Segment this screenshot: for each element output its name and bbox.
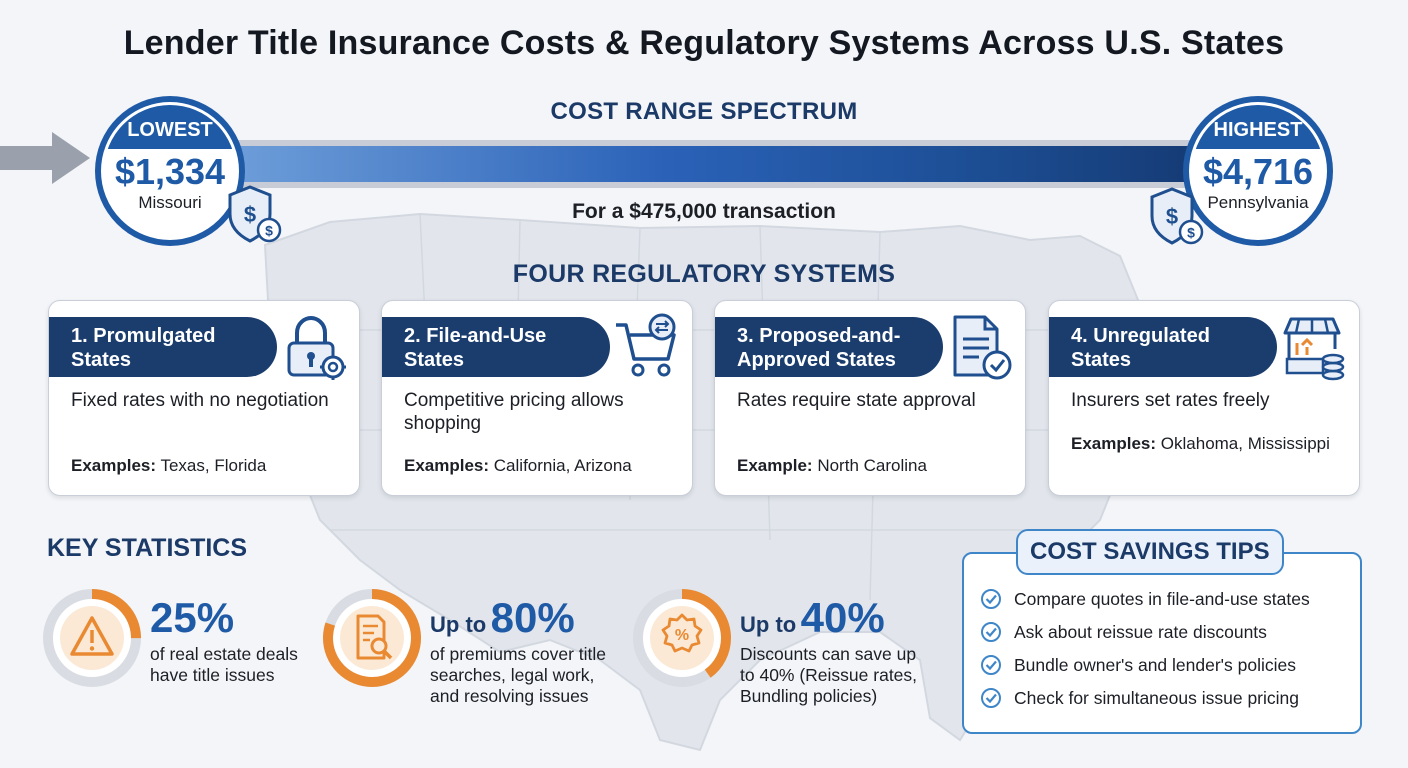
regulatory-card-promulgated: 1. Promulgated States Fixed rates with n…	[48, 300, 360, 496]
tip-text: Ask about reissue rate discounts	[1014, 621, 1267, 642]
stat-value: 40%	[800, 594, 885, 641]
stat-line: to 40% (Reissue rates,	[740, 665, 918, 685]
system-examples: Example: North Carolina	[737, 455, 1013, 477]
tips-title-badge: COST SAVINGS TIPS	[1016, 529, 1284, 575]
system-examples: Examples: California, Arizona	[404, 455, 680, 477]
arrow-right-icon	[0, 132, 90, 184]
document-search-icon	[356, 614, 393, 660]
regulatory-card-header: 3. Proposed-and- Approved States	[715, 317, 943, 377]
stat-donut-2	[323, 589, 421, 687]
stat-line: have title issues	[150, 665, 275, 685]
system-examples: Examples: Texas, Florida	[71, 455, 347, 477]
system-name-line1: 2. File-and-Use	[404, 325, 547, 347]
highest-label: HIGHEST	[1192, 105, 1324, 149]
stat-line: Bundling policies)	[740, 686, 878, 706]
system-description: Rates require state approval	[737, 390, 976, 411]
spectrum-subtitle: For a $475,000 transaction	[572, 200, 836, 223]
regulatory-card-header: 1. Promulgated States	[49, 317, 277, 377]
regulatory-card-proposed-and-approved: 3. Proposed-and- Approved States Rates r…	[714, 300, 1026, 496]
cost-savings-tips-box	[962, 552, 1362, 734]
cost-spectrum-bar	[220, 140, 1208, 188]
svg-text:$: $	[1166, 204, 1178, 229]
tip-text: Bundle owner's and lender's policies	[1014, 654, 1296, 675]
stat-value: 25%	[150, 594, 235, 641]
tips-title: COST SAVINGS TIPS	[1030, 538, 1270, 565]
tip-text: Compare quotes in file-and-use states	[1014, 588, 1310, 609]
system-name-line2: States	[404, 349, 465, 371]
stat-prefix: Up to	[740, 612, 797, 637]
regulatory-card-header: 4. Unregulated States	[1049, 317, 1277, 377]
highest-cost-badge: HIGHEST $4,716 Pennsylvania	[1183, 96, 1333, 246]
system-examples: Examples: Oklahoma, Mississippi	[1071, 433, 1347, 455]
warning-icon	[70, 616, 114, 656]
stat-donut-1	[43, 589, 141, 687]
stat-line: searches, legal work,	[430, 665, 595, 685]
approved-document-icon	[953, 315, 1012, 380]
tip-item: Check for simultaneous issue pricing	[980, 685, 1299, 711]
stat-description: Discounts can save up to 40% (Reissue ra…	[740, 644, 917, 707]
lowest-label: LOWEST	[104, 105, 236, 149]
examples-label: Example:	[737, 456, 813, 475]
system-name-line2: States	[71, 349, 132, 371]
lowest-state: Missouri	[138, 193, 202, 212]
examples-value: Oklahoma, Mississippi	[1160, 434, 1330, 453]
stat-line: of real estate deals	[150, 644, 298, 664]
system-description: Insurers set rates freely	[1071, 390, 1270, 411]
highest-state: Pennsylvania	[1207, 193, 1309, 212]
regulatory-card-file-and-use: 2. File-and-Use States Competitive prici…	[381, 300, 693, 496]
examples-value: Texas, Florida	[160, 456, 267, 475]
check-circle-icon	[981, 688, 1001, 708]
examples-label: Examples:	[1071, 434, 1157, 453]
system-name-line2: States	[1071, 349, 1132, 371]
system-name-line1: 3. Proposed-and-	[737, 325, 901, 347]
examples-value: North Carolina	[817, 456, 927, 475]
market-stall-icon	[1283, 317, 1345, 381]
system-name-line1: 1. Promulgated	[71, 325, 216, 347]
svg-text:$: $	[1187, 225, 1195, 241]
key-statistics-title: KEY STATISTICS	[47, 534, 248, 562]
svg-text:%: %	[675, 627, 689, 644]
lowest-amount: $1,334	[114, 151, 226, 192]
system-name-line2: Approved States	[737, 349, 896, 371]
stat-2-value-row: Up to 80%	[430, 596, 575, 640]
stat-value: 80%	[490, 594, 575, 641]
shopping-cart-icon	[616, 313, 676, 377]
system-name-line1: 4. Unregulated	[1071, 325, 1210, 347]
examples-label: Examples:	[71, 456, 157, 475]
regulatory-card-header: 2. File-and-Use States	[382, 317, 610, 377]
system-description: Competitive pricing allows shopping	[404, 390, 624, 434]
spectrum-title: COST RANGE SPECTRUM	[550, 98, 858, 125]
stat-line: Discounts can save up	[740, 644, 917, 664]
shield-dollar-icon: $ $	[1150, 187, 1204, 245]
check-circle-icon	[981, 589, 1001, 609]
svg-text:$: $	[244, 202, 256, 227]
tip-item: Bundle owner's and lender's policies	[980, 652, 1296, 678]
highest-amount: $4,716	[1202, 151, 1314, 192]
system-description: Fixed rates with no negotiation	[71, 390, 329, 411]
stat-1-value-row: 25%	[150, 596, 234, 640]
stat-line: and resolving issues	[430, 686, 589, 706]
tip-item: Compare quotes in file-and-use states	[980, 586, 1310, 612]
check-circle-icon	[981, 622, 1001, 642]
check-circle-icon	[981, 655, 1001, 675]
examples-label: Examples:	[404, 456, 490, 475]
lowest-cost-badge: LOWEST $1,334 Missouri	[95, 96, 245, 246]
stat-description: of premiums cover title searches, legal …	[430, 644, 606, 707]
lock-gear-icon	[287, 315, 346, 380]
regulatory-card-unregulated: 4. Unregulated States Insurers set rates…	[1048, 300, 1360, 496]
discount-tag-icon: %	[661, 613, 703, 653]
page-title: Lender Title Insurance Costs & Regulator…	[123, 24, 1285, 62]
stat-line: of premiums cover title	[430, 644, 607, 664]
svg-text:$: $	[265, 223, 273, 239]
examples-value: California, Arizona	[493, 456, 632, 475]
shield-dollar-icon: $ $	[228, 185, 282, 243]
stat-donut-3: %	[633, 589, 731, 687]
tip-item: Ask about reissue rate discounts	[980, 619, 1267, 645]
stat-prefix: Up to	[430, 612, 487, 637]
stat-description: of real estate deals have title issues	[150, 644, 298, 686]
tip-text: Check for simultaneous issue pricing	[1014, 687, 1299, 708]
stat-3-value-row: Up to 40%	[740, 596, 885, 640]
regulatory-title: FOUR REGULATORY SYSTEMS	[512, 260, 896, 288]
